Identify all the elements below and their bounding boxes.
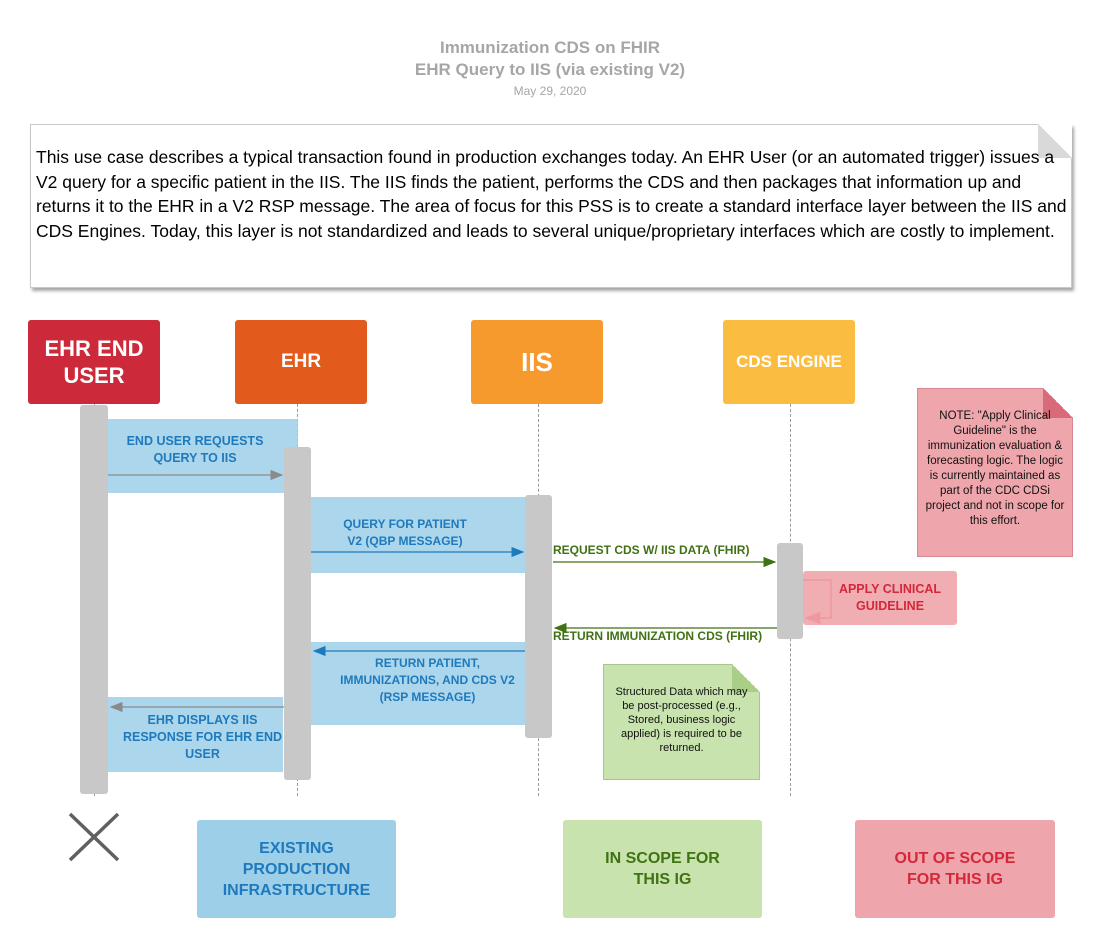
intro-text: This use case describes a typical transa… [36,147,1067,241]
clinical-guideline-note-text: NOTE: "Apply Clinical Guideline" is the … [925,410,1065,527]
legend-out-scope-label: OUT OF SCOPE FOR THIS IG [894,850,1016,888]
legend-out-of-scope: OUT OF SCOPE FOR THIS IG [855,820,1055,918]
actor-iis-label: IIS [521,346,553,377]
structured-data-note-text: Structured Data which may be post-proces… [615,686,748,754]
message-box-7 [108,697,283,772]
message-label-1: END USER REQUESTS QUERY TO IIS [126,434,264,465]
diagram-date: May 29, 2020 [513,84,587,98]
actor-ehr-end-user: EHR END USER [28,320,160,404]
destroy-x-line-2 [68,812,120,862]
legend-in-scope-label: IN SCOPE FOR THIS IG [605,850,720,888]
activation-ehr [284,447,311,780]
message-box-2 [310,497,525,573]
legend-existing-infrastructure: EXISTING PRODUCTION INFRASTRUCTURE [197,820,396,918]
message-label-6: RETURN PATIENT, IMMUNIZATIONS, AND CDS V… [340,656,515,704]
actor-iis: IIS [471,320,603,404]
message-label-3: REQUEST CDS W/ IIS DATA (FHIR) [553,543,750,557]
message-label-2: QUERY FOR PATIENT V2 (QBP MESSAGE) [343,517,467,548]
clinical-guideline-note: NOTE: "Apply Clinical Guideline" is the … [917,388,1073,557]
clinical-guideline-note-fold [1043,388,1073,418]
diagram-subtitle: EHR Query to IIS (via existing V2) [414,60,686,79]
message-box-6 [310,642,525,725]
structured-data-note: Structured Data which may be post-proces… [603,664,760,780]
structured-data-note-fold [732,664,760,692]
legend-existing-label: EXISTING PRODUCTION INFRASTRUCTURE [222,839,371,899]
actor-ehr-end-user-label: EHR END USER [44,336,144,388]
message-label-4: APPLY CLINICAL GUIDELINE [838,582,942,613]
actor-ehr-label: EHR [280,351,322,372]
diagram-title: Immunization CDS on FHIR [439,38,661,57]
message-box-1 [108,419,298,493]
legend-in-scope: IN SCOPE FOR THIS IG [563,820,762,918]
intro-note-fold [1038,124,1072,158]
actor-cds-engine-label: CDS ENGINE [736,352,842,371]
activation-iis [525,495,552,738]
message-label-5: RETURN IMMUNIZATION CDS (FHIR) [553,629,763,643]
actor-ehr: EHR [235,320,367,404]
message-label-7: EHR DISPLAYS IIS RESPONSE FOR EHR END US… [122,713,283,761]
activation-ehr-end-user [80,405,108,794]
actor-cds-engine: CDS ENGINE [723,320,855,404]
intro-note: This use case describes a typical transa… [30,124,1072,288]
activation-cds-engine [777,543,803,639]
apply-guideline-box [803,571,957,625]
